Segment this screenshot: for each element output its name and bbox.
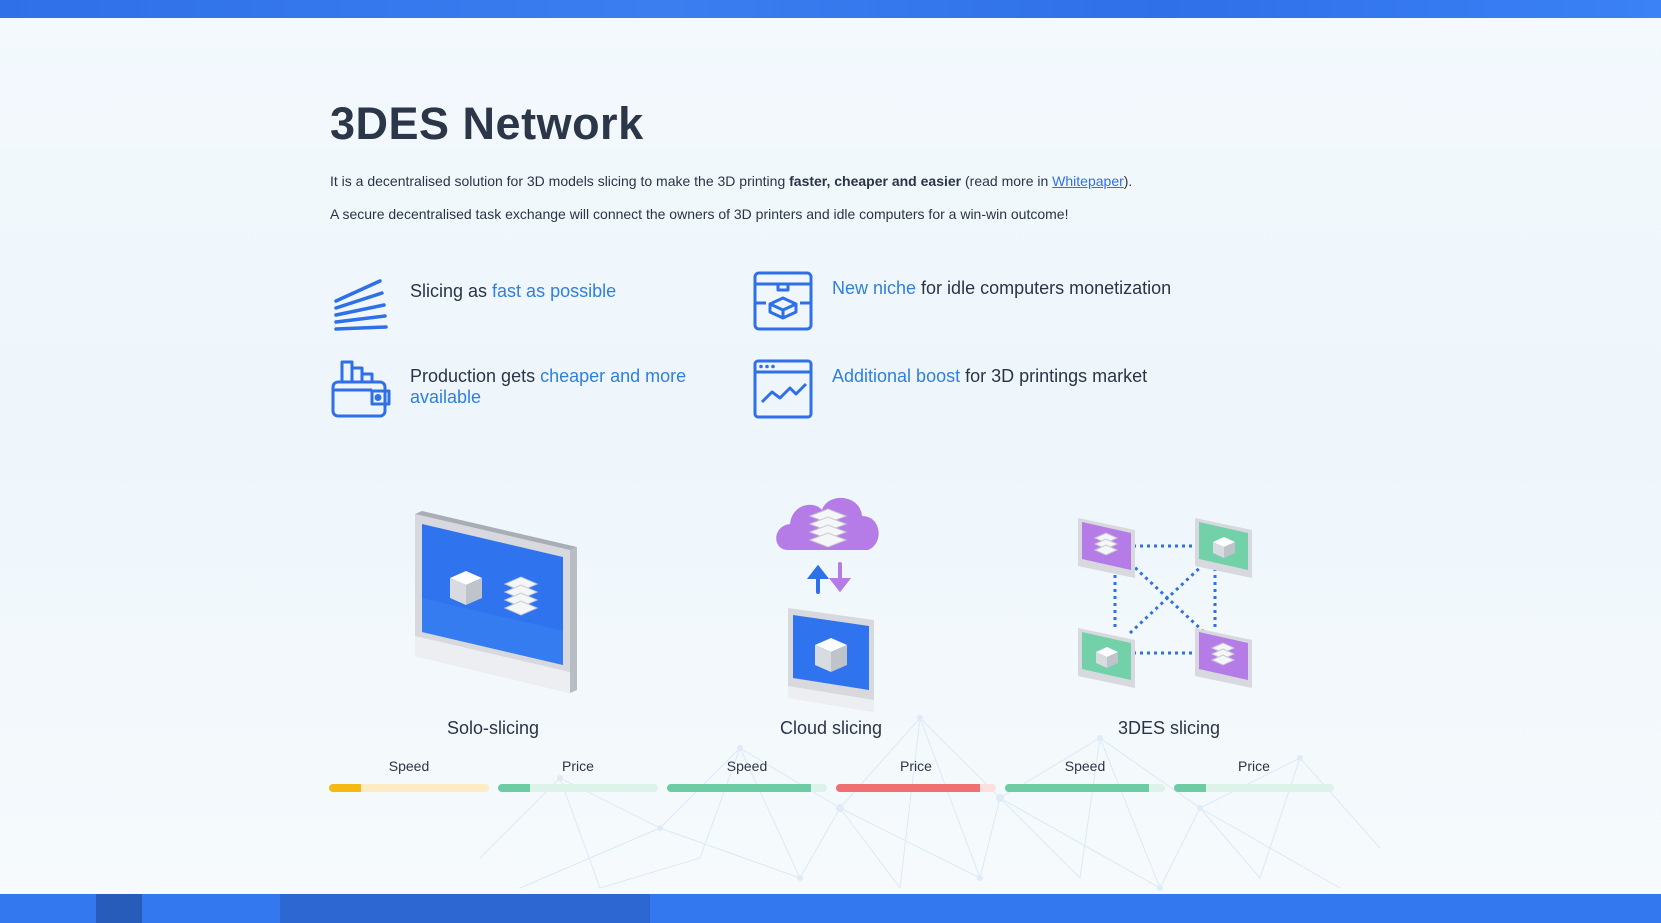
feature-text-pre: Slicing as — [410, 281, 493, 301]
feature-text-post: for idle computers monetization — [916, 278, 1172, 298]
solo-price-label: Price — [562, 758, 594, 774]
page-title: 3DES Network — [330, 98, 644, 149]
whitepaper-link[interactable]: Whitepaper — [1052, 173, 1124, 189]
intro-text-prefix: It is a decentralised solution for 3D mo… — [330, 173, 790, 189]
3des-speed-label: Speed — [1064, 758, 1106, 774]
intro-text-bold: faster, cheaper and easier — [789, 173, 962, 189]
intro-text-mid: (read more in — [961, 173, 1053, 189]
cloud-computer-icon — [776, 497, 879, 712]
layers-fan-icon — [334, 279, 388, 331]
solo-speed-label: Speed — [388, 758, 430, 774]
feature-cheaper-production: Production gets cheaper and more availab… — [330, 358, 740, 420]
bar-fill — [1174, 784, 1206, 792]
monitor-icon — [415, 511, 577, 693]
feature-text: Slicing as fast as possible — [410, 273, 616, 302]
bar-fill — [329, 784, 361, 792]
feature-highlight: New niche — [832, 278, 917, 298]
3des-price-bar — [1174, 784, 1334, 792]
printer-box-icon — [753, 271, 813, 331]
feature-highlight: cheaper and more available — [410, 366, 687, 407]
feature-text: New niche for idle computers monetizatio… — [832, 270, 1171, 299]
feature-text-pre: Production gets — [410, 366, 541, 386]
browser-chart-icon — [753, 359, 813, 419]
bottom-banner-strip — [0, 894, 1661, 923]
solo-slicing-label: Solo-slicing — [446, 718, 540, 738]
feature-new-niche: New niche for idle computers monetizatio… — [752, 270, 1172, 332]
cloud-slicing-label: Cloud slicing — [779, 718, 883, 738]
3des-speed-bar — [1005, 784, 1165, 792]
bar-fill — [498, 784, 530, 792]
3des-slicing-label: 3DES slicing — [1117, 718, 1221, 738]
feature-text-post: for 3D printings market — [960, 366, 1148, 386]
feature-highlight: Additional boost — [832, 366, 961, 386]
feature-fast-slicing: Slicing as fast as possible — [330, 273, 730, 335]
cloud-speed-label: Speed — [726, 758, 768, 774]
banner-shade — [96, 894, 142, 923]
feature-market-boost: Additional boost for 3D printings market — [752, 358, 1172, 420]
bar-fill — [667, 784, 811, 792]
bar-fill — [1005, 784, 1149, 792]
solo-price-bar — [498, 784, 658, 792]
solo-speed-bar — [329, 784, 489, 792]
cloud-price-bar — [836, 784, 996, 792]
network-section: 3DES Network It is a decentralised solut… — [0, 18, 1661, 894]
intro-paragraph-2: A secure decentralised task exchange wil… — [330, 206, 1069, 222]
3des-price-label: Price — [1238, 758, 1270, 774]
cloud-speed-bar — [667, 784, 827, 792]
wallet-icon — [331, 360, 391, 418]
intro-text-suffix: ). — [1123, 173, 1133, 189]
feature-text: Additional boost for 3D printings market — [832, 358, 1147, 387]
network-computers-icon — [1078, 518, 1252, 688]
feature-highlight: fast as possible — [492, 281, 617, 301]
banner-shade — [280, 894, 650, 923]
top-banner-strip — [0, 0, 1661, 18]
feature-text: Production gets cheaper and more availab… — [410, 358, 740, 408]
bar-fill — [836, 784, 980, 792]
cloud-price-label: Price — [900, 758, 932, 774]
intro-paragraph: It is a decentralised solution for 3D mo… — [330, 173, 1132, 189]
